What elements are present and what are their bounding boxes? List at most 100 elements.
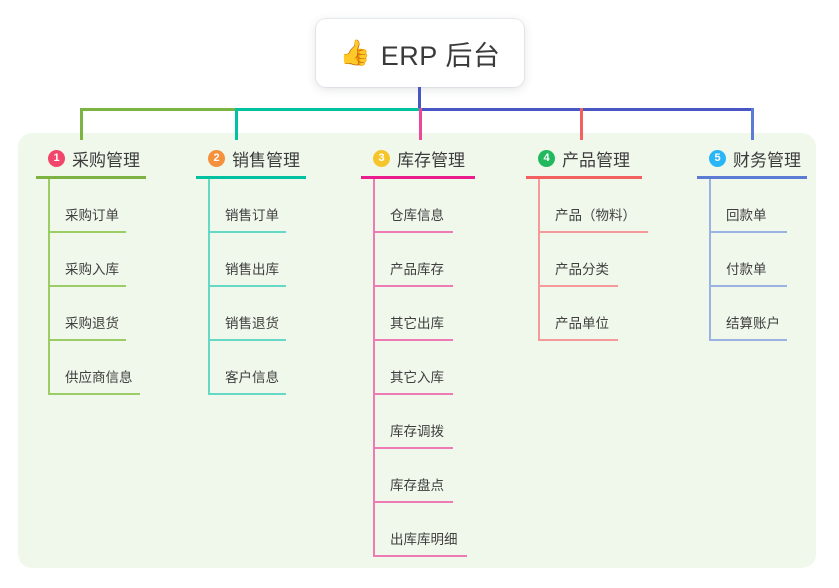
leaf-node[interactable]: 其它出库 [361,287,475,341]
leaf-node[interactable]: 采购入库 [36,233,146,287]
leaf-rule [373,285,453,287]
connector-drop-finance [751,108,754,140]
column-title-inventory: 库存管理 [397,150,465,170]
leaf-label: 其它入库 [390,370,444,385]
column-badge-finance: 5 [709,149,726,167]
leaf-label: 产品单位 [555,316,609,331]
leaf-node[interactable]: 产品分类 [526,233,642,287]
column-title-purchase: 采购管理 [72,150,140,170]
connector-drop-inventory [419,108,422,140]
column-header-product[interactable]: 4 产品管理 [526,146,642,170]
leaf-node[interactable]: 仓库信息 [361,179,475,233]
leaf-node[interactable]: 销售退货 [196,287,306,341]
leaf-node[interactable]: 供应商信息 [36,341,146,395]
connector-drop-sales [235,108,238,140]
leaf-label: 供应商信息 [65,370,133,385]
connector-bus-teal [235,108,419,111]
column-spine-sales [208,179,210,395]
column-product: 4 产品管理产品（物料） 产品分类产品单位 [526,146,648,341]
column-badge-inventory: 3 [373,149,390,167]
leaf-label: 产品（物料） [555,208,636,223]
leaf-label: 库存调拨 [390,424,444,439]
leaf-label: 其它出库 [390,316,444,331]
leaf-rule [709,339,787,341]
leaf-node[interactable]: 采购退货 [36,287,146,341]
leaf-label: 销售出库 [225,262,279,277]
column-rule-finance [697,176,807,179]
leaf-label: 回款单 [726,208,767,223]
leaf-rule [538,339,618,341]
column-title-finance: 财务管理 [733,150,801,170]
leaf-label: 产品分类 [555,262,609,277]
leaf-label: 客户信息 [225,370,279,385]
column-inventory: 3 库存管理仓库信息产品库存其它出库其它入库库存调拨库存盘点出库库明细 [361,146,475,557]
leaf-node[interactable]: 销售订单 [196,179,306,233]
column-header-sales[interactable]: 2 销售管理 [196,146,306,170]
root-node[interactable]: 👍 ERP 后台 [316,19,524,87]
column-rule-product [526,176,642,179]
leaf-label: 仓库信息 [390,208,444,223]
leaf-node[interactable]: 其它入库 [361,341,475,395]
column-header-finance[interactable]: 5 财务管理 [697,146,807,170]
column-badge-sales: 2 [208,149,225,167]
leaf-label: 采购入库 [65,262,119,277]
column-spine-inventory [373,179,375,557]
connector-drop-product [580,108,583,140]
leaf-node[interactable]: 库存盘点 [361,449,475,503]
connector-root-stem [418,87,421,110]
thumbs-up-icon: 👍 [339,38,371,67]
column-purchase: 1 采购管理采购订单采购入库采购退货供应商信息 [36,146,146,395]
connector-bus-green [80,108,235,111]
column-header-inventory[interactable]: 3 库存管理 [361,146,475,170]
leaf-node[interactable]: 付款单 [697,233,807,287]
column-rule-inventory [361,176,475,179]
column-badge-purchase: 1 [48,149,65,167]
leaf-rule [208,339,286,341]
leaf-label: 结算账户 [726,316,780,331]
connector-bus-indigo [419,108,754,111]
column-badge-product: 4 [538,149,555,167]
leaf-rule [709,231,787,233]
leaf-node[interactable]: 结算账户 [697,287,807,341]
leaf-node[interactable]: 销售出库 [196,233,306,287]
leaf-label: 付款单 [726,262,767,277]
column-title-sales: 销售管理 [232,150,300,170]
leaf-rule [208,393,286,395]
leaf-node[interactable]: 产品单位 [526,287,642,341]
column-spine-finance [709,179,711,341]
diagram-panel [18,133,816,568]
leaf-node[interactable]: 产品库存 [361,233,475,287]
column-spine-purchase [48,179,50,395]
leaf-label: 库存盘点 [390,478,444,493]
root-title: ERP 后台 [380,40,501,71]
leaf-node[interactable]: 客户信息 [196,341,306,395]
leaf-rule [208,231,286,233]
leaf-node[interactable]: 采购订单 [36,179,146,233]
leaf-rule [48,231,126,233]
leaf-label: 销售订单 [225,208,279,223]
leaf-node[interactable]: 产品（物料） [526,179,648,233]
leaf-node[interactable]: 回款单 [697,179,807,233]
leaf-rule [373,339,453,341]
leaf-rule [538,231,648,233]
leaf-rule [373,501,453,503]
leaf-rule [373,393,453,395]
leaf-rule [538,285,618,287]
leaf-node[interactable]: 出库库明细 [361,503,475,557]
leaf-rule [48,393,140,395]
column-header-purchase[interactable]: 1 采购管理 [36,146,146,170]
column-items-finance: 回款单付款单结算账户 [697,179,807,341]
leaf-label: 出库库明细 [390,532,458,547]
leaf-label: 销售退货 [225,316,279,331]
column-rule-sales [196,176,306,179]
column-rule-purchase [36,176,146,179]
column-items-inventory: 仓库信息产品库存其它出库其它入库库存调拨库存盘点出库库明细 [361,179,475,557]
column-spine-product [538,179,540,341]
leaf-node[interactable]: 库存调拨 [361,395,475,449]
leaf-rule [48,285,126,287]
leaf-rule [48,339,126,341]
column-finance: 5 财务管理回款单付款单结算账户 [697,146,807,341]
column-items-purchase: 采购订单采购入库采购退货供应商信息 [36,179,146,395]
leaf-label: 采购退货 [65,316,119,331]
column-title-product: 产品管理 [562,150,630,170]
